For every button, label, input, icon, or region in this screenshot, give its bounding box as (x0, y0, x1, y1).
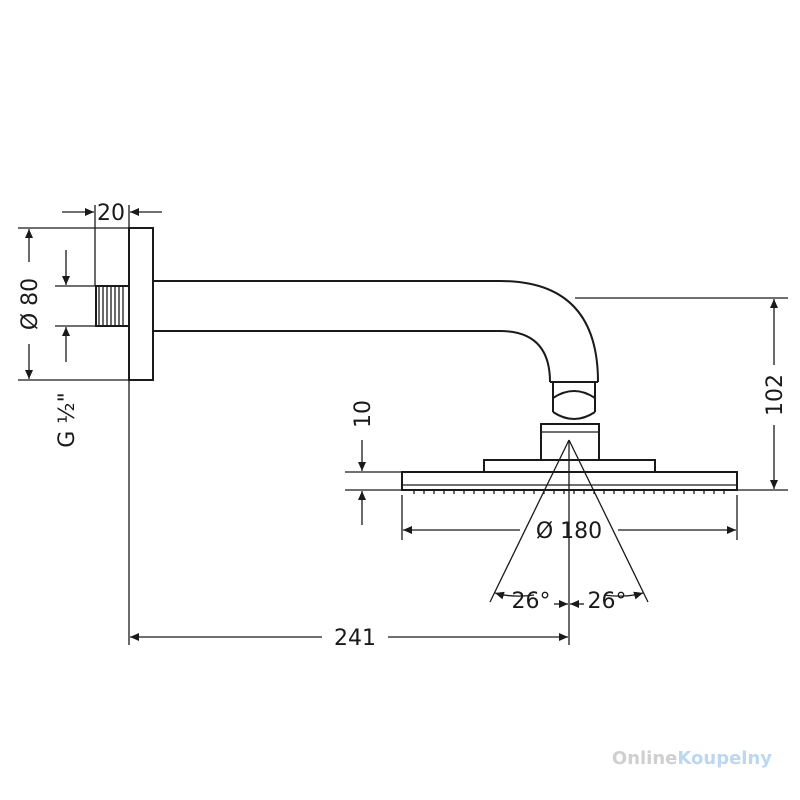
dimension-height: 102 (763, 299, 788, 489)
watermark-part-2: Koupelny (677, 748, 772, 769)
dimension-flange-width: 20 (62, 201, 162, 226)
watermark-logo: OnlineKoupelny (612, 748, 772, 769)
shower-arm (153, 280, 599, 383)
extension-lines (18, 205, 788, 645)
angle-left-label: 26° (512, 589, 551, 614)
flange-width-label: 20 (97, 201, 125, 226)
thread-label: G ½" (55, 392, 80, 447)
flange-diameter-label: Ø 80 (18, 278, 43, 330)
spray-cone (489, 439, 649, 645)
head-diameter-label: Ø 180 (536, 519, 602, 544)
dimension-flange-diameter: Ø 80 (18, 229, 43, 379)
ball-joint (540, 382, 600, 461)
threaded-connector (95, 285, 130, 327)
dimension-head-diameter: Ø 180 (403, 519, 736, 544)
dimension-spray-angles: 26° 26° (494, 589, 644, 614)
dimension-head-thickness: 10 (351, 400, 376, 525)
dimension-thread: G ½" (55, 250, 80, 448)
height-label: 102 (763, 374, 788, 416)
head-thickness-label: 10 (351, 400, 376, 428)
spray-nozzles (413, 490, 725, 494)
angle-right-label: 26° (588, 589, 627, 614)
watermark-part-1: Online (612, 748, 677, 769)
svg-text:OnlineKoupelny: OnlineKoupelny (612, 748, 772, 769)
projection-label: 241 (334, 626, 376, 651)
wall-flange (128, 227, 154, 381)
dimension-projection: 241 (130, 626, 568, 651)
